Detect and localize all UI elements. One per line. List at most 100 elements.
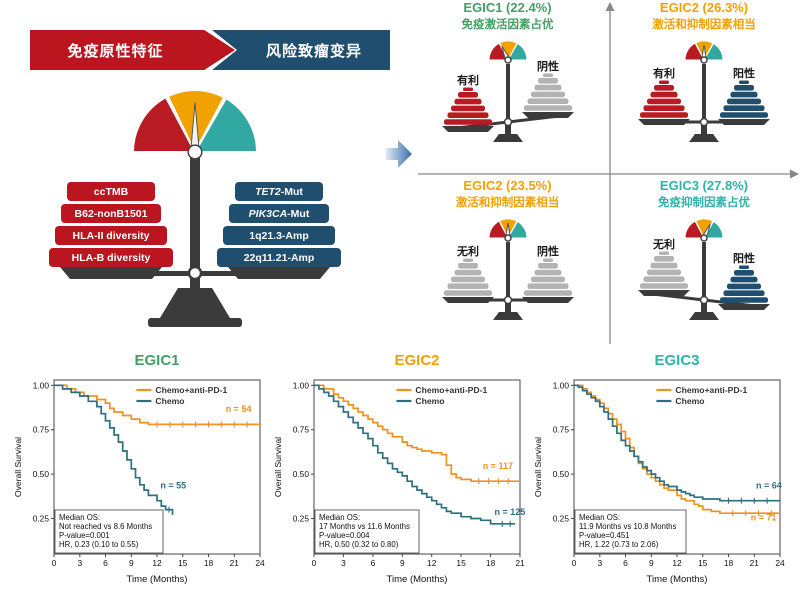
- km-chart-title: EGIC2: [394, 352, 440, 369]
- axis-arrow-up-icon: [605, 2, 615, 11]
- x-tick-label: 18: [486, 558, 496, 568]
- weight-stack-label: 有利: [653, 66, 675, 80]
- y-tick-label: 0.50: [293, 469, 310, 479]
- x-tick-label: 3: [341, 558, 346, 568]
- x-tick-label: 21: [515, 558, 525, 568]
- x-tick-label: 9: [129, 558, 134, 568]
- quadrant-title: EGIC2 (26.3%): [659, 0, 749, 15]
- mini-pan: [441, 297, 494, 303]
- y-tick-label: 0.50: [553, 469, 570, 479]
- annotation-line: P-value=0.004: [319, 531, 370, 540]
- x-tick-label: 24: [255, 558, 265, 568]
- mini-pan: [441, 126, 494, 132]
- y-tick-label: 0.25: [553, 514, 570, 524]
- x-axis-label: Time (Months): [127, 574, 188, 585]
- x-tick-label: 3: [77, 558, 82, 568]
- annotation-line: HR, 1.22 (0.73 to 2.06): [579, 540, 659, 549]
- weight-box: HLA-II diversity: [55, 226, 167, 245]
- annotation-line: 17 Months vs 11.6 Months: [319, 522, 410, 531]
- mini-pan: [638, 290, 690, 296]
- y-tick-label: 0.75: [33, 425, 50, 435]
- x-tick-label: 24: [775, 558, 785, 568]
- weight-box: B62-nonB1501: [61, 204, 161, 223]
- x-tick-label: 6: [623, 558, 628, 568]
- weight-stack-label: 有利: [457, 73, 479, 87]
- immunogenic-banner-label: 免疫原性特征: [67, 42, 164, 60]
- n-label: n = 54: [226, 404, 252, 414]
- balance-gauge-icon: [131, 89, 259, 160]
- legend-item-label: Chemo+anti-PD-1: [155, 385, 227, 395]
- weight-stack-label: 阳性: [733, 251, 755, 265]
- x-tick-label: 0: [52, 558, 57, 568]
- x-tick-label: 0: [572, 558, 577, 568]
- legend-item-label: Chemo+anti-PD-1: [675, 385, 747, 395]
- quadrant-subtitle: 免疫抑制因素占优: [658, 197, 750, 209]
- mini-balance-egic2b: 无利 阴性: [441, 218, 574, 320]
- y-tick-label: 1.00: [553, 380, 570, 390]
- y-axis-label: Overall Survival: [273, 437, 283, 497]
- weight-box: 22q11.21-Amp: [217, 248, 341, 267]
- legend-item-label: Chemo+anti-PD-1: [415, 385, 487, 395]
- mini-pan: [521, 297, 574, 303]
- survival-curve: [54, 384, 174, 515]
- quadrant-axes: [418, 2, 799, 344]
- weight-box: HLA-B diversity: [49, 248, 173, 267]
- x-tick-label: 21: [750, 558, 760, 568]
- x-tick-label: 15: [456, 558, 466, 568]
- n-label: n = 125: [495, 507, 526, 517]
- quadrant-egic2b: EGIC2 (23.5%) 激活和抑制因素相当 无利 阴性: [410, 178, 605, 330]
- y-axis-label: Overall Survival: [533, 437, 543, 497]
- x-tick-label: 6: [103, 558, 108, 568]
- annotation-line: Median OS:: [59, 513, 100, 522]
- n-label: n = 55: [160, 480, 186, 490]
- annotation-box: [574, 509, 687, 554]
- x-tick-label: 9: [649, 558, 654, 568]
- weight-stack-label: 阳性: [733, 66, 755, 80]
- y-tick-label: 0.50: [33, 469, 50, 479]
- weight-stack-label: 无利: [456, 244, 479, 258]
- y-tick-label: 0.25: [293, 514, 310, 524]
- x-tick-label: 21: [230, 558, 240, 568]
- x-tick-label: 0: [312, 558, 317, 568]
- quadrant-title: EGIC1 (22.4%): [463, 0, 552, 15]
- quadrant-subtitle: 激活和抑制因素相当: [652, 19, 756, 31]
- km-chart-title: EGIC3: [654, 352, 700, 369]
- quadrant-subtitle: 激活和抑制因素相当: [455, 197, 560, 209]
- y-tick-label: 0.75: [553, 425, 570, 435]
- km-chart-title: EGIC1: [134, 352, 180, 369]
- x-tick-label: 12: [152, 558, 162, 568]
- immunogenic-banner: 免疫原性特征: [30, 30, 235, 70]
- weight-box: PIK3CA-Mut: [229, 204, 329, 223]
- survival-curve: [314, 384, 516, 525]
- quadrant-egic3: EGIC3 (27.8%) 免疫抑制因素占优 无利阳性: [608, 178, 800, 330]
- annotation-box: [54, 509, 164, 554]
- x-tick-label: 12: [427, 558, 437, 568]
- quadrant-title: EGIC3 (27.8%): [659, 178, 749, 193]
- annotation-line: Median OS:: [579, 513, 620, 522]
- weight-stack-label: 阴性: [537, 59, 559, 73]
- scale-base: [160, 288, 230, 318]
- mini-pan: [521, 112, 574, 118]
- mini-pan: [718, 119, 770, 125]
- x-tick-label: 6: [371, 558, 376, 568]
- weight-box: ccTMB: [67, 182, 155, 201]
- quadrant-subtitle: 免疫激活因素占优: [461, 19, 554, 31]
- n-label: n = 117: [483, 461, 513, 471]
- x-axis-label: Time (Months): [647, 574, 708, 585]
- annotation-line: Not reached vs 8.6 Months: [59, 522, 152, 531]
- x-tick-label: 12: [672, 558, 682, 568]
- x-tick-label: 18: [724, 558, 734, 568]
- n-label: n = 64: [756, 480, 782, 490]
- annotation-line: HR, 0.50 (0.32 to 0.80): [319, 540, 399, 549]
- quadrant-title: EGIC2 (23.5%): [463, 178, 552, 193]
- weight-stack-label: 阴性: [537, 244, 559, 258]
- y-tick-label: 0.25: [33, 514, 50, 524]
